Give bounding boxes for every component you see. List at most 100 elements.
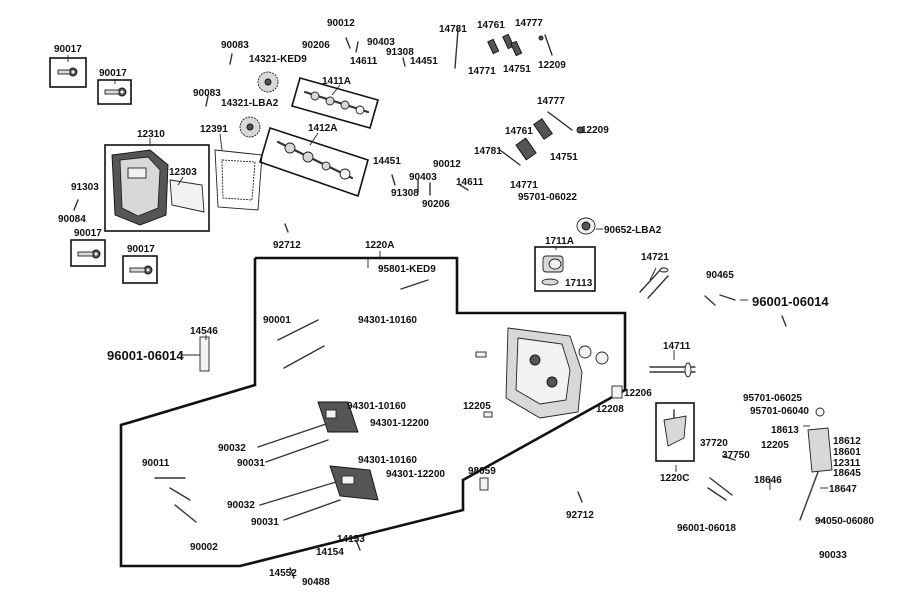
label-14777-b: 14777 (537, 96, 565, 107)
throttle-box-1711a (534, 246, 596, 292)
bolt-cluster-right-icon (704, 294, 787, 501)
label-90031-b: 90031 (251, 517, 279, 528)
label-14781-a: 14781 (439, 24, 467, 35)
label-90403-b: 90403 (409, 172, 437, 183)
label-18613: 18613 (771, 425, 799, 436)
gasket-12391-icon (214, 149, 263, 211)
label-95701-06022: 95701-06022 (518, 192, 577, 203)
label-14552: 14552 (269, 568, 297, 579)
part-labels: 90017 90017 90083 14321-KED9 90012 90206… (54, 18, 874, 588)
injector-box-1220c (655, 402, 695, 462)
label-37750: 37750 (722, 450, 750, 461)
bolt-washer-icon-4 (129, 265, 153, 275)
cylinder-head-icon (505, 327, 609, 419)
label-91303: 91303 (71, 182, 99, 193)
stud-bolts-icon (257, 279, 429, 521)
label-12209-b: 12209 (581, 125, 609, 136)
cover-box-12310 (104, 144, 210, 232)
label-12209-a: 12209 (538, 60, 566, 71)
camshaft-holder-lower-icon (329, 465, 379, 501)
label-14321-lba2: 14321-LBA2 (221, 98, 279, 109)
dowel-parts-icon (289, 351, 623, 579)
label-18645: 18645 (833, 468, 861, 479)
plate-14546-icon (199, 336, 210, 372)
label-14761-b: 14761 (505, 126, 533, 137)
label-14451-b: 14451 (373, 156, 401, 167)
bolt-washer-icon-3 (77, 249, 101, 259)
label-90032-a: 90032 (218, 443, 246, 454)
label-14721: 14721 (641, 252, 669, 263)
label-95801-ked9: 95801-KED9 (378, 264, 436, 275)
camshaft-1412a-icon (276, 140, 354, 180)
camshaft-1411a-icon (303, 90, 370, 115)
bolt-cluster-mid-icon (73, 37, 469, 233)
label-95701-06040: 95701-06040 (750, 406, 809, 417)
label-14781-b: 14781 (474, 146, 502, 157)
rocker-arms-mid-icon (499, 111, 584, 166)
label-37720: 37720 (700, 438, 728, 449)
label-14711: 14711 (663, 341, 691, 352)
label-90033: 90033 (819, 550, 847, 561)
label-14761-a: 14761 (477, 20, 505, 31)
label-92712-b: 92712 (566, 510, 594, 521)
label-94301-10160-b: 94301-10160 (347, 401, 406, 412)
cylinder-head-group-outline (119, 256, 627, 568)
label-96001-06018: 96001-06018 (677, 523, 736, 534)
label-14546: 14546 (190, 326, 218, 337)
label-90017-d: 90017 (127, 244, 155, 255)
bolt-kit-box-tl2 (97, 79, 132, 105)
label-98059: 98059 (468, 466, 496, 477)
label-90032-b: 90032 (227, 500, 255, 511)
label-90206-b: 90206 (422, 199, 450, 210)
bolt-washer-icon-1 (57, 67, 78, 77)
label-90002: 90002 (190, 542, 218, 553)
camshaft-box-1411a (291, 77, 379, 129)
label-90083-b: 90083 (193, 88, 221, 99)
label-90017-b: 90017 (99, 68, 127, 79)
label-94301-12200-a: 94301-12200 (370, 418, 429, 429)
label-96001-06014-left: 96001-06014 (107, 348, 184, 363)
label-14771-a: 14771 (468, 66, 496, 77)
label-12391: 12391 (200, 124, 228, 135)
label-90206-a: 90206 (302, 40, 330, 51)
valve-14711-icon (649, 362, 696, 378)
label-18601: 18601 (833, 447, 861, 458)
cover-gasket-icon (169, 179, 205, 213)
label-12205-b: 12205 (761, 440, 789, 451)
bolt-group-90011-icon (154, 477, 197, 523)
label-14751-a: 14751 (503, 64, 531, 75)
label-90012-b: 90012 (433, 159, 461, 170)
label-12311: 12311 (833, 458, 861, 469)
label-14611-b: 14611 (456, 177, 484, 188)
injector-icon (663, 409, 687, 447)
bolt-kit-box-ml2 (122, 255, 158, 284)
camshaft-box-1412a (259, 126, 369, 198)
bolt-kit-box-ml (70, 239, 106, 267)
label-12310: 12310 (137, 129, 165, 140)
label-14611-a: 14611 (350, 56, 378, 67)
label-90031-a: 90031 (237, 458, 265, 469)
throttle-body-icon (541, 255, 564, 286)
label-14451-a: 14451 (410, 56, 438, 67)
label-95701-06025: 95701-06025 (743, 393, 802, 404)
label-1412a: 1412A (308, 123, 337, 134)
label-1220c: 1220C (660, 473, 689, 484)
label-12303: 12303 (169, 167, 197, 178)
label-94301-10160-a: 94301-10160 (358, 315, 417, 326)
valve-14721-icon (639, 267, 669, 299)
label-18646: 18646 (754, 475, 782, 486)
label-94301-10160-c: 94301-10160 (358, 455, 417, 466)
label-14751-b: 14751 (550, 152, 578, 163)
label-18612: 18612 (833, 436, 861, 447)
label-90403-a: 90403 (367, 37, 395, 48)
manifold-clamp-icon (576, 217, 596, 235)
label-14154: 14154 (316, 547, 344, 558)
cam-sprocket-lower-icon (239, 116, 261, 138)
label-90017-a: 90017 (54, 44, 82, 55)
label-90001: 90001 (263, 315, 291, 326)
label-1411a: 1411A (322, 76, 351, 87)
label-91308-a: 91308 (386, 47, 414, 58)
label-14777-a: 14777 (515, 18, 543, 29)
label-90011: 90011 (142, 458, 170, 469)
